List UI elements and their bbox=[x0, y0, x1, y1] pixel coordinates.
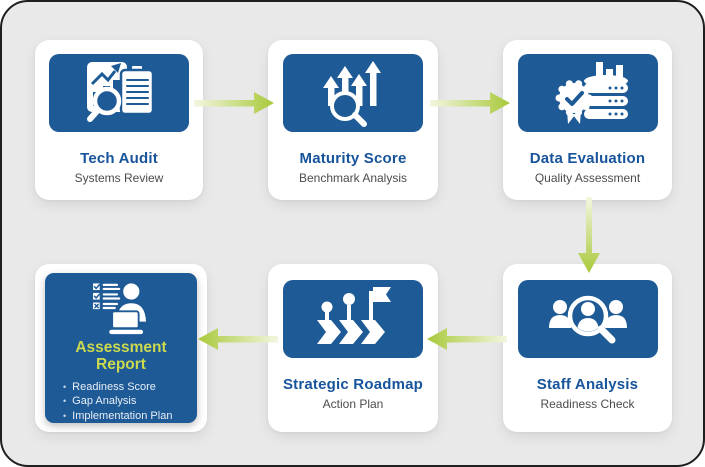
report-bullet-text: Readiness Score bbox=[72, 380, 156, 393]
tech-audit-icon-box bbox=[49, 54, 189, 132]
flow-arrow-right-1 bbox=[194, 92, 274, 114]
report-bullet-text: Gap Analysis bbox=[72, 395, 137, 407]
report-bullet-item: • Readiness Score bbox=[63, 380, 191, 395]
report-bullet-item: • Implementation Plan bbox=[63, 409, 191, 424]
card-strategic-roadmap: Strategic Roadmap Action Plan bbox=[268, 264, 438, 432]
report-bullet-item: • Gap Analysis bbox=[63, 394, 191, 409]
flow-arrow-left-2 bbox=[198, 328, 278, 350]
card-title: Data Evaluation bbox=[529, 150, 646, 167]
card-subtitle: Action Plan bbox=[322, 397, 384, 411]
report-title-line2: Report bbox=[96, 356, 146, 374]
chart-clipboard-magnifier-icon bbox=[87, 62, 155, 122]
staff-analysis-icon-box bbox=[517, 280, 658, 358]
report-title-line1: Assessment bbox=[75, 338, 167, 356]
maturity-score-icon-box bbox=[283, 54, 423, 132]
flow-arrow-down bbox=[578, 197, 600, 273]
card-maturity-score: Maturity Score Benchmark Analysis bbox=[268, 40, 438, 200]
card-subtitle: Quality Assessment bbox=[534, 171, 641, 185]
card-title: Staff Analysis bbox=[536, 376, 639, 393]
flow-arrow-left-1 bbox=[427, 328, 507, 350]
card-tech-audit: Tech Audit Systems Review bbox=[35, 40, 203, 200]
strategic-roadmap-icon-box bbox=[283, 280, 423, 358]
card-title: Maturity Score bbox=[299, 150, 407, 167]
data-evaluation-icon-box bbox=[517, 54, 658, 132]
growth-arrows-magnifier-icon bbox=[323, 61, 381, 127]
database-quality-badge-icon bbox=[555, 62, 628, 124]
bullet-dot: • bbox=[63, 410, 67, 421]
report-title: Assessment Report bbox=[75, 339, 166, 374]
card-subtitle: Readiness Check bbox=[540, 397, 635, 411]
card-title: Strategic Roadmap bbox=[282, 376, 424, 393]
milestones-flag-icon bbox=[317, 287, 391, 344]
bullet-dot: • bbox=[63, 381, 67, 392]
card-title: Tech Audit bbox=[80, 150, 158, 167]
card-data-evaluation: Data Evaluation Quality Assessment bbox=[503, 40, 672, 200]
card-subtitle: Systems Review bbox=[74, 171, 164, 185]
report-bullet-text: Implementation Plan bbox=[72, 409, 173, 422]
card-staff-analysis: Staff Analysis Readiness Check bbox=[503, 264, 672, 432]
team-magnifier-icon bbox=[548, 295, 627, 344]
card-assessment-report: Assessment Report • Readiness Score • Ga… bbox=[35, 264, 207, 432]
bullet-dot: • bbox=[63, 396, 67, 406]
report-bullet-list: • Readiness Score • Gap Analysis • Imple… bbox=[51, 380, 191, 424]
card-subtitle: Benchmark Analysis bbox=[298, 171, 408, 185]
flow-arrow-right-2 bbox=[430, 92, 510, 114]
analyst-laptop-checklist-icon bbox=[93, 283, 146, 335]
assessment-report-panel: Assessment Report • Readiness Score • Ga… bbox=[45, 273, 197, 423]
